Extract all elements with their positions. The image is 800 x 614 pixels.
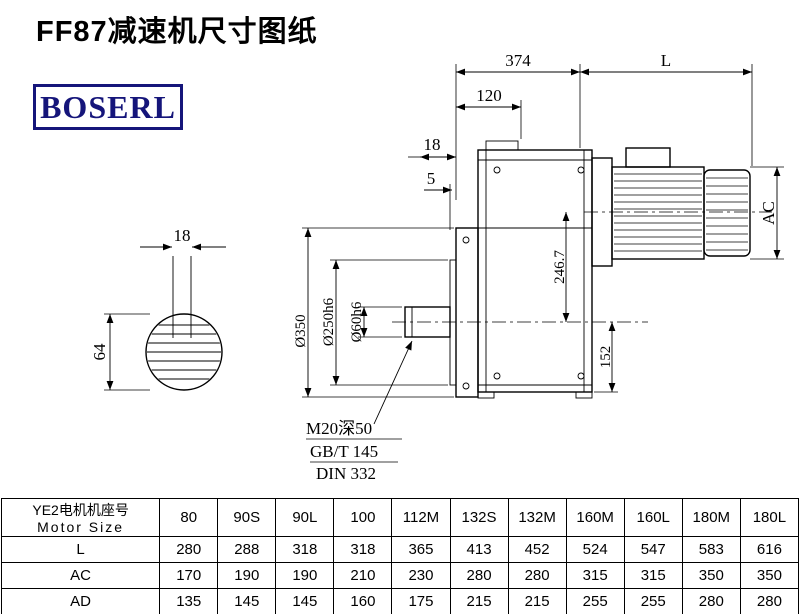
table-cell: 215: [507, 588, 567, 614]
dim-shaft-diameter: Ø60h6: [349, 301, 365, 342]
dim-flange-od: Ø350: [293, 314, 309, 347]
table-cell: 190: [275, 562, 335, 589]
dim-152: 152: [598, 346, 614, 369]
gb-standard-note: GB/T 145: [310, 442, 378, 461]
table-cell: 230: [391, 562, 451, 589]
dim-18-top: 18: [424, 135, 441, 154]
size-col-header: 80: [159, 498, 219, 537]
table-cell: 215: [449, 588, 509, 614]
size-col-header: 132S: [449, 498, 509, 537]
size-col-header: 180M: [681, 498, 741, 537]
thread-note-leader: [373, 340, 413, 425]
page-title: FF87减速机尺寸图纸: [36, 16, 318, 48]
table-cell: 413: [449, 536, 509, 563]
gear-housing: [477, 149, 593, 393]
table-cell: 452: [507, 536, 567, 563]
brand-logo: BOSERL: [33, 84, 183, 130]
table-row-L: L 280 288 318 318 365 413 452 524 547 58…: [0, 536, 800, 563]
shaft-height-dim: 64: [90, 343, 109, 361]
size-col-header: 180L: [739, 498, 800, 537]
shaft-end-view: 18 64: [90, 226, 226, 391]
motor-fan-cowl: [703, 169, 751, 257]
table-cell: 280: [681, 588, 741, 614]
motor-terminal-box: [625, 147, 671, 168]
motor-size-table: YE2电机机座号 Motor Size 80 90S 90L 100 112M …: [0, 498, 800, 614]
dim-AC: AC: [759, 201, 778, 225]
table-cell: 210: [333, 562, 393, 589]
thread-spec-note: M20深50: [306, 419, 372, 438]
shaft-key-width-dim: 18: [174, 226, 191, 245]
fan-cowl-slots: [706, 177, 748, 251]
size-col-header: 100: [333, 498, 393, 537]
table-cell: 280: [449, 562, 509, 589]
motor-cooling-fins: [614, 173, 702, 252]
table-cell: 365: [391, 536, 451, 563]
motor-length-dim: L: [661, 51, 671, 70]
shaft-section-hatch: [147, 324, 221, 380]
table-row-AC: AC 170 190 190 210 230 280 280 315 315 3…: [0, 562, 800, 589]
dimension-annotations: 374 L 120 18 5 AC 246.7 Ø350 Ø250h6: [293, 51, 784, 483]
size-col-header: 90S: [217, 498, 277, 537]
table-cell: 280: [507, 562, 567, 589]
table-cell: 145: [275, 588, 335, 614]
gearbox-side-view: [392, 140, 772, 399]
motor-size-header-en: Motor Size: [37, 518, 125, 535]
table-cell: 350: [739, 562, 800, 589]
table-cell: 524: [565, 536, 625, 563]
table-cell: 318: [333, 536, 393, 563]
row-label: AC: [0, 562, 161, 589]
size-col-header: 132M: [507, 498, 567, 537]
size-col-header: 160L: [623, 498, 683, 537]
table-cell: 135: [159, 588, 219, 614]
table-cell: 170: [159, 562, 219, 589]
brand-logo-text: BOSERL: [40, 88, 176, 125]
size-col-header: 90L: [275, 498, 335, 537]
table-cell: 160: [333, 588, 393, 614]
table-cell: 280: [739, 588, 800, 614]
overall-length-dim: 374: [505, 51, 531, 70]
size-col-header: 112M: [391, 498, 451, 537]
table-cell: 616: [739, 536, 800, 563]
dim-120: 120: [476, 86, 502, 105]
dim-spigot-diameter: Ø250h6: [321, 297, 337, 346]
table-cell: 190: [217, 562, 277, 589]
size-col-header: 160M: [565, 498, 625, 537]
motor-size-header: YE2电机机座号 Motor Size: [0, 498, 161, 537]
table-cell: 318: [275, 536, 335, 563]
table-cell: 288: [217, 536, 277, 563]
output-flange: [455, 227, 479, 398]
table-cell: 145: [217, 588, 277, 614]
table-cell: 315: [565, 562, 625, 589]
row-label: AD: [0, 588, 161, 614]
table-cell: 255: [565, 588, 625, 614]
table-cell: 583: [681, 536, 741, 563]
table-header-row: YE2电机机座号 Motor Size 80 90S 90L 100 112M …: [0, 498, 800, 537]
gearbox-dimension-drawing: 18 64: [90, 51, 784, 483]
motor-size-header-cn: YE2电机机座号: [32, 501, 129, 518]
table-cell: 175: [391, 588, 451, 614]
table-cell: 315: [623, 562, 683, 589]
din-standard-note: DIN 332: [316, 464, 376, 483]
table-cell: 255: [623, 588, 683, 614]
row-label: L: [0, 536, 161, 563]
table-row-AD: AD 135 145 145 160 175 215 215 255 255 2…: [0, 588, 800, 614]
dim-5: 5: [427, 169, 436, 188]
table-cell: 280: [159, 536, 219, 563]
table-cell: 547: [623, 536, 683, 563]
table-cell: 350: [681, 562, 741, 589]
dim-246-7: 246.7: [552, 250, 568, 284]
